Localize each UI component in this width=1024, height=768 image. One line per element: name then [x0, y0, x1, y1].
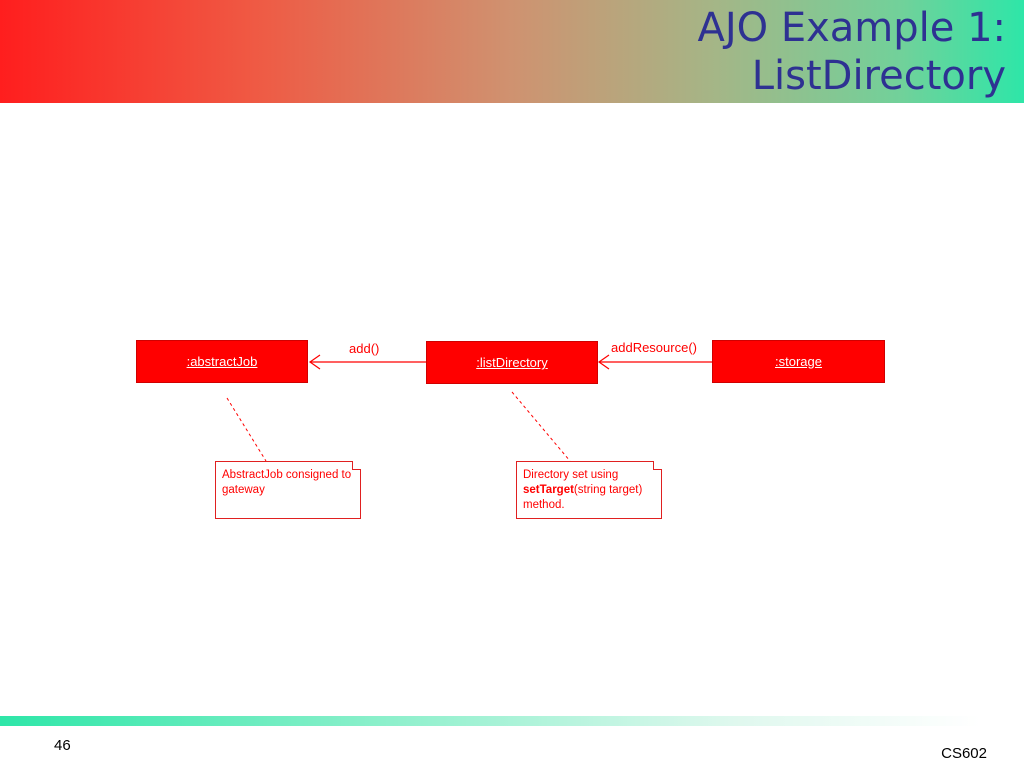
list-directory-object: :listDirectory — [426, 341, 598, 384]
page-number: 46 — [54, 737, 71, 754]
add-resource-message-label: addResource() — [611, 340, 697, 355]
abstract-job-note-text: AbstractJob consigned to gateway — [222, 469, 352, 496]
directory-note: Directory set using setTarget(string tar… — [516, 461, 662, 519]
storage-object: :storage — [712, 340, 885, 383]
title-line-1: AJO Example 1: — [697, 5, 1006, 51]
abstract-job-label: :abstractJob — [186, 354, 258, 369]
directory-note-method: setTarget — [523, 484, 574, 496]
course-label: CS602 — [941, 745, 987, 762]
add-resource-arrowhead — [597, 354, 610, 370]
title-line-2: ListDirectory — [751, 53, 1006, 99]
directory-note-suffix: (string target) method. — [523, 484, 643, 511]
add-message-label: add() — [349, 341, 380, 356]
abstract-job-note-link — [226, 397, 267, 462]
directory-note-prefix: Directory set using — [523, 469, 619, 481]
note-fold-corner — [352, 461, 361, 470]
title-banner — [0, 0, 1024, 103]
add-arrowhead — [308, 354, 321, 370]
abstract-job-note: AbstractJob consigned to gateway — [215, 461, 361, 519]
abstract-job-object: :abstractJob — [136, 340, 308, 383]
slide-title: AJO Example 1: ListDirectory — [406, 4, 1006, 100]
directory-note-link — [511, 391, 571, 462]
list-directory-label: :listDirectory — [476, 355, 548, 370]
footer-bar — [0, 716, 980, 726]
storage-label: :storage — [775, 354, 822, 369]
note-fold-corner — [653, 461, 662, 470]
